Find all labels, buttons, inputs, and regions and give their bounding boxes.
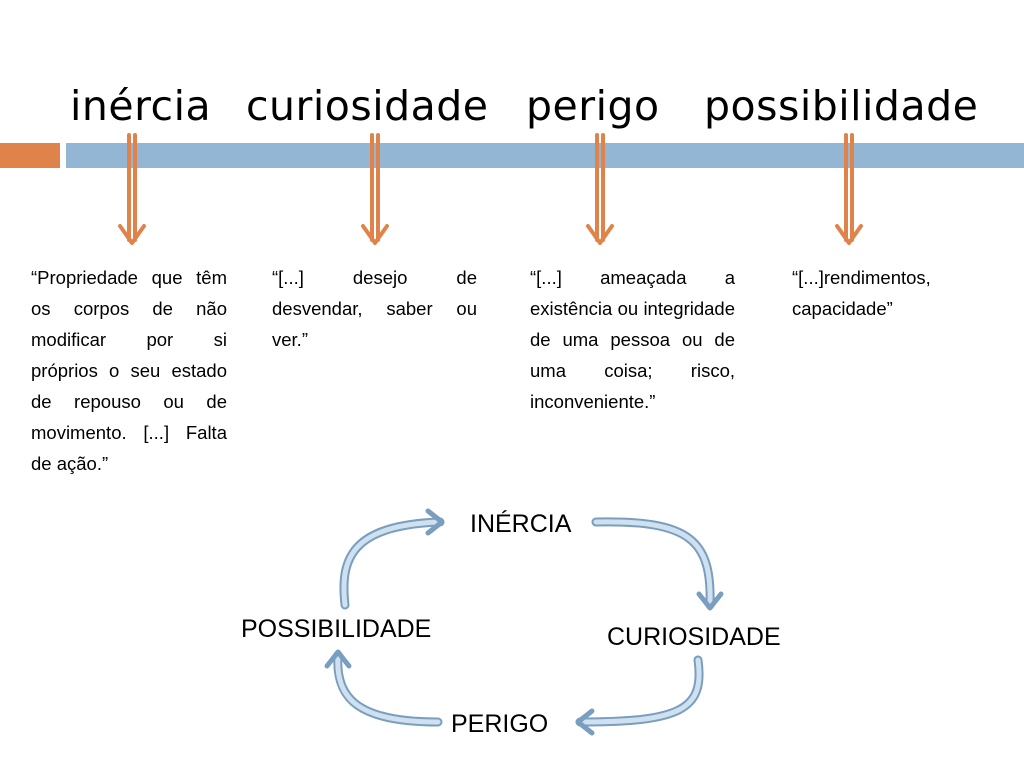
cycle-label-inercia: INÉRCIA	[470, 510, 572, 538]
definition-curiosidade: “[...] desejo de desvendar, saber ou ver…	[272, 267, 477, 350]
title-word-perigo: perigo	[526, 82, 660, 130]
cycle-arrow-icon	[324, 649, 443, 727]
cycle-label-perigo: PERIGO	[451, 710, 549, 738]
definition-perigo: “[...] ameaçada a existência ou integrid…	[530, 267, 735, 412]
title-word-inercia: inércia	[70, 82, 212, 130]
accent-bar-orange	[0, 143, 60, 168]
down-arrow-icon	[835, 133, 863, 245]
title-word-curiosidade: curiosidade	[246, 82, 489, 130]
down-arrows	[118, 133, 863, 245]
cycle-label-curiosidade: CURIOSIDADE	[607, 623, 781, 651]
down-arrow-icon	[118, 133, 146, 245]
cycle-arrow-icon	[591, 517, 724, 611]
cycle-label-possibilidade: POSSIBILIDADE	[241, 615, 432, 643]
down-arrow-icon	[586, 133, 614, 245]
definition-inercia: “Propriedade que têm os corpos de não mo…	[31, 267, 227, 474]
cycle-arrow-icon	[575, 655, 704, 736]
accent-bar-blue	[66, 143, 1024, 168]
title-word-possibilidade: possibilidade	[704, 82, 979, 130]
definition-possibilidade: “[...]rendimentos, capacidade”	[792, 267, 931, 319]
down-arrow-icon	[361, 133, 389, 245]
cycle-arrow-icon	[339, 508, 445, 610]
